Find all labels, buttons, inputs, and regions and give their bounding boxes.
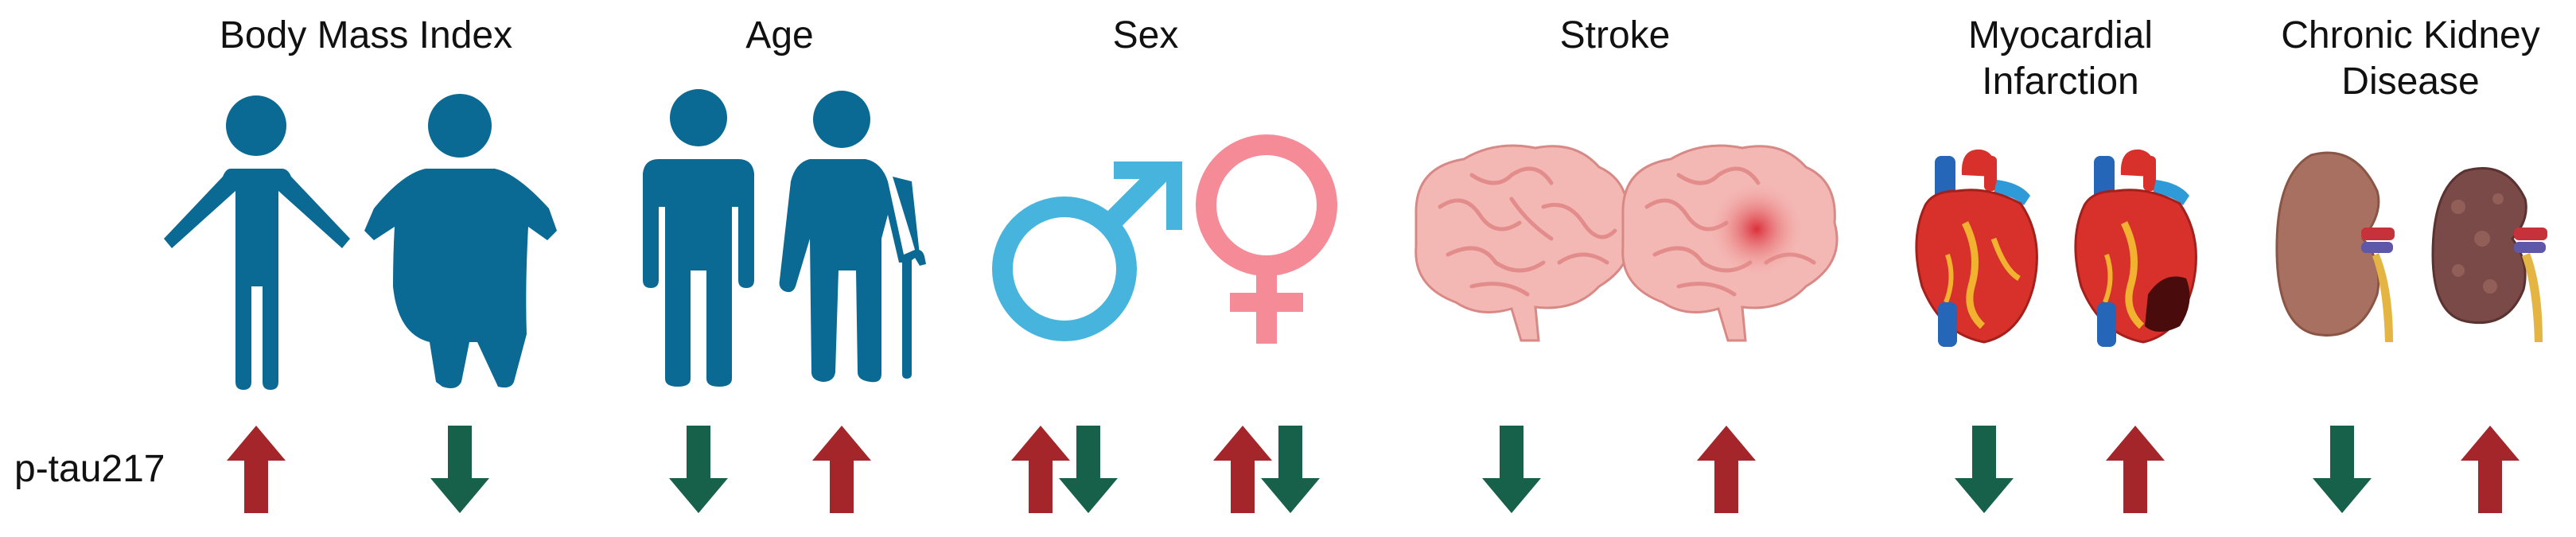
panel-title-sex: Sex xyxy=(1112,14,1179,56)
healthy-kidney-icon xyxy=(2275,151,2395,342)
arrow-up-thin-person xyxy=(227,426,286,513)
male-symbol-icon xyxy=(992,161,1182,341)
arrow-up-elderly-person-with-cane xyxy=(812,426,871,513)
arrow-up-male-symbol xyxy=(1011,426,1070,513)
stroke-brain-icon xyxy=(1621,144,1839,342)
healthy-heart-icon xyxy=(1915,149,2038,347)
arrow-down-healthy-brain xyxy=(1482,426,1541,513)
diseased-kidney-icon xyxy=(2431,167,2547,342)
panel-title-age: Age xyxy=(745,14,814,56)
healthy-brain-icon xyxy=(1414,144,1632,342)
panel-title-stroke: Stroke xyxy=(1559,14,1671,56)
arrow-down-male-symbol xyxy=(1059,426,1118,513)
arrow-down-healthy-heart xyxy=(1955,426,2014,513)
arrow-down-healthy-kidney xyxy=(2313,426,2372,513)
arrow-up-stroke-brain xyxy=(1697,426,1756,513)
arrow-up-female-symbol xyxy=(1213,426,1272,513)
elderly-person-icon xyxy=(779,91,926,383)
arrow-up-infarcted-heart xyxy=(2106,426,2165,513)
row-label-p-tau217: p-tau217 xyxy=(14,448,165,490)
female-symbol-icon xyxy=(1196,134,1337,344)
panel-title-bmi: Body Mass Index xyxy=(219,14,513,56)
thin-person-icon xyxy=(164,95,350,390)
arrow-down-young-person xyxy=(669,426,728,513)
young-person-icon xyxy=(643,89,754,387)
obese-person-icon xyxy=(364,94,557,388)
panel-title-myocardial-infarction: Myocardial Infarction xyxy=(1967,14,2154,103)
arrow-down-obese-person xyxy=(430,426,489,513)
infarcted-heart-icon xyxy=(2074,149,2197,347)
arrow-up-diseased-kidney xyxy=(2461,426,2520,513)
arrow-down-female-symbol xyxy=(1261,426,1320,513)
p-tau217-arrows xyxy=(227,426,2520,513)
panel-title-chronic-kidney-disease: Chronic Kidney Disease xyxy=(2281,14,2540,103)
